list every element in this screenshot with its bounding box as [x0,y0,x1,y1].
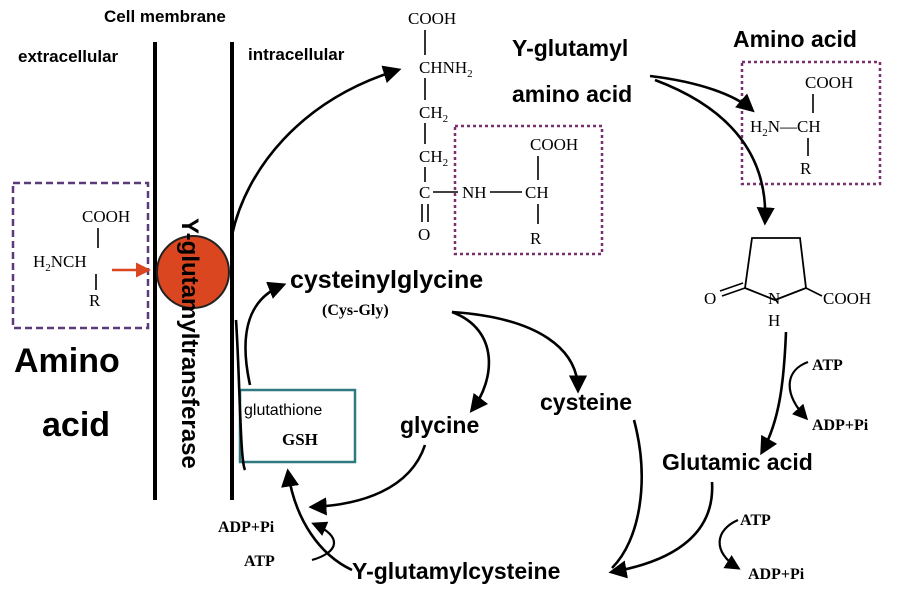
atp-1-curve [788,360,809,421]
glutamic-acid-label: Glutamic acid [662,449,813,475]
atp-3-curve [311,521,336,562]
atp-1-label: ATP [812,357,843,374]
gga-title-2: amino acid [512,81,632,107]
pyroglutamate-ring [744,237,807,301]
gga-amino-box [453,124,604,256]
gga-ch2-a: CH2 [419,103,448,125]
glycine-label: glycine [400,412,479,438]
arrow-gga-to-amino [649,74,755,113]
enzyme-circle [156,235,230,309]
atp-2-curve [718,518,741,570]
arrow-cysgly-to-cys [451,310,588,394]
enzyme-label: Y-glutamyltransferase [176,218,203,469]
membrane-title: Cell membrane [104,7,226,26]
arrow-pyro-to-glu [760,331,788,456]
gamma-glutamylcysteine-label: Y-glutamylcysteine [352,558,560,584]
gga-ch2-b: CH2 [419,147,448,169]
arrow-cysgly-to-gly [451,310,491,413]
adp-1-label: ADP+Pi [812,417,869,434]
arrow-gga-to-pyro [654,78,775,226]
gga-ch: CH [525,183,549,202]
gga-o: O [418,225,430,244]
arrow-cys-to-ggc [611,419,643,569]
arrow-gly-to-gsh [308,444,427,516]
amino-big-label: Amino [14,342,120,380]
arrow-ggc-to-gsh [281,468,353,572]
arrow-glu-to-ggc [608,481,714,579]
left-h2n: H2NCH [33,252,87,274]
right-amino-title: Amino acid [733,26,857,52]
gga-chnh2: CHNH2 [419,58,473,80]
amino-acid-left-box [11,181,150,330]
cysteinylglycine-label: cysteinylglycine [290,266,483,294]
gga-c: C [419,183,430,202]
acid-big-label: acid [42,406,110,444]
intracellular-label: intracellular [248,45,345,64]
atp-3-label: ATP [244,553,275,570]
extracellular-label: extracellular [18,47,119,66]
arrow-gsh-to-cysgly [244,281,287,386]
amino-acid-right-box [740,60,882,186]
pyro-o: O [704,289,716,308]
gga-nh: NH [462,183,487,202]
gga-cooh-top: COOH [408,9,456,28]
gsh-box [238,388,357,464]
left-r: R [89,291,101,310]
gga-r: R [530,229,542,248]
arrow-enzyme-left-stem [234,319,247,471]
glutathione-label: glutathione [244,402,322,419]
adp-2-label: ADP+Pi [748,566,805,583]
cys-gly-label: (Cys-Gly) [322,302,389,319]
arrow-enzyme-to-gga [230,65,402,236]
right-r: R [800,159,812,178]
gga-title-1: Y-glutamyl [512,35,628,61]
left-cooh: COOH [82,207,130,226]
pyro-n: N [768,289,780,308]
pyro-cooh: COOH [823,289,871,308]
pyro-h: H [768,311,780,330]
right-h2n: H2N—CH [750,117,821,139]
right-cooh: COOH [805,73,853,92]
adp-3-label: ADP+Pi [218,519,275,536]
cysteine-label: cysteine [540,389,632,415]
atp-2-label: ATP [740,512,771,529]
gga-cooh-inner: COOH [530,135,578,154]
gsh-label: GSH [282,430,318,449]
